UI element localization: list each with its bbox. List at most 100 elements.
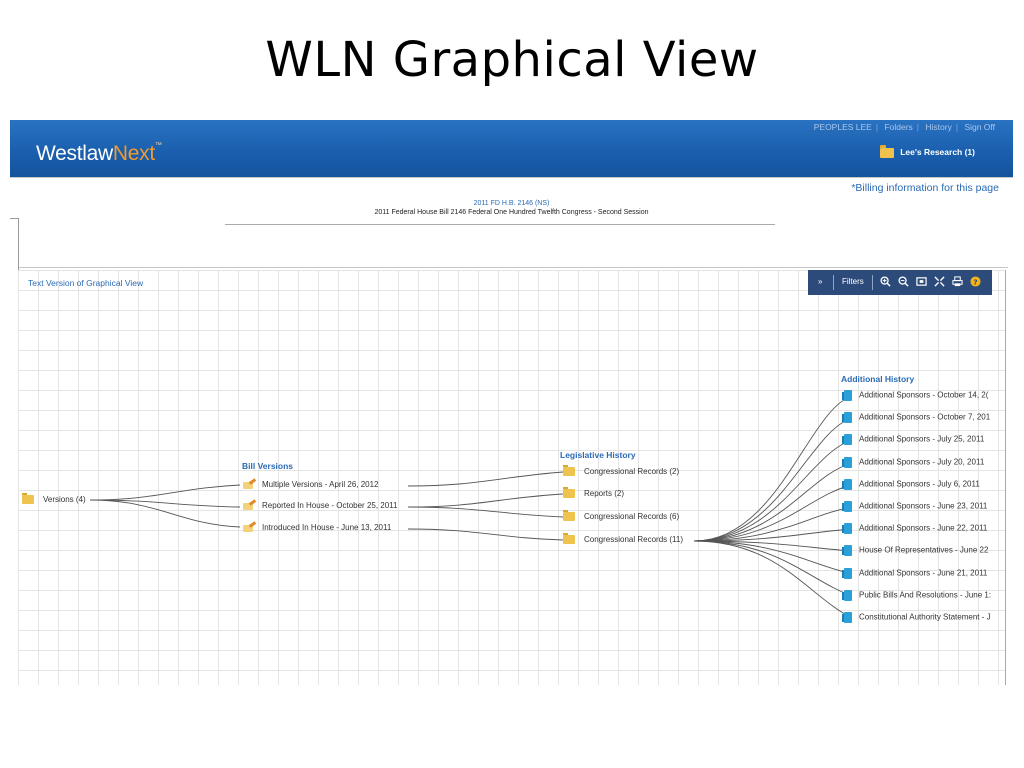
user-name[interactable]: PEOPLES LEE [813,122,872,132]
fit-to-screen-icon[interactable] [916,276,927,287]
bill-versions-heading: Bill Versions [242,461,294,471]
document-icon [842,434,852,446]
edge-ah6 [693,506,853,542]
document-icon [842,567,852,579]
edge-bv1-lh1 [407,471,564,487]
document-icon [842,545,852,557]
toolbar-divider [833,275,834,290]
additional-history-label: Public Bills And Resolutions - June 1: [859,590,992,600]
header-bar: WestlawNext™ PEOPLES LEE| Folders| Histo… [10,120,1013,178]
folders-link[interactable]: Folders [884,122,913,132]
additional-history-item[interactable]: Additional Sponsors - June 21, 2011 [842,567,987,579]
document-icon [842,612,852,623]
additional-history-item[interactable]: House Of Representatives - June 22 [842,545,989,557]
bill-version-item[interactable]: Multiple Versions - April 26, 2012 [243,480,379,490]
bill-version-label: Multiple Versions - April 26, 2012 [262,480,379,489]
expand-all-icon[interactable] [934,276,945,287]
edge-ah3 [693,439,853,542]
research-folder-link[interactable]: Lee's Research (1) [880,144,975,158]
additional-history-item[interactable]: Public Bills And Resolutions - June 1: [842,589,992,601]
filters-button[interactable]: Filters [842,277,864,286]
additional-history-label: House Of Representatives - June 22 [859,546,989,555]
edge-bv2-lh3 [407,506,564,518]
additional-history-label: Constitutional Authority Statement - J [859,612,991,622]
additional-history-label: Additional Sponsors - July 6, 2011 [859,479,980,489]
slide-title: WLN Graphical View [265,32,759,88]
additional-history-item[interactable]: Additional Sponsors - July 20, 2011 [842,456,985,468]
legislative-history-label: Reports (2) [584,489,625,498]
root-node[interactable]: Versions (4) [22,493,86,505]
collapse-toolbar-button[interactable]: » [818,277,823,286]
edge-ah7 [693,528,853,542]
history-link[interactable]: History [925,122,952,132]
logo-westlaw-text: Westlaw [36,142,113,165]
bill-version-item[interactable]: Reported In House - October 25, 2011 [243,501,398,511]
folder-icon [563,510,575,522]
additional-history-item[interactable]: Constitutional Authority Statement - J [842,612,991,623]
edge-ah1 [693,395,853,542]
edge-ah9 [693,540,853,575]
graph-toolbar: » Filters ? [808,270,992,295]
legislative-history-label: Congressional Records (2) [584,467,680,476]
document-title: 2011 Federal House Bill 2146 Federal One… [374,209,649,216]
print-icon[interactable] [952,276,963,287]
bill-version-label: Introduced In House - June 13, 2011 [262,523,392,532]
legislative-history-item[interactable]: Congressional Records (2) [563,465,680,477]
svg-text:?: ? [973,277,977,286]
additional-history-item[interactable]: Additional Sponsors - June 23, 2011 [842,501,987,512]
sign-off-link[interactable]: Sign Off [964,122,995,132]
folder-icon [563,487,575,499]
document-icon [842,523,852,535]
document-icon [842,589,852,601]
edge-ah2 [693,417,853,542]
legislative-history-item[interactable]: Congressional Records (11) [563,533,684,545]
logo-tm: ™ [154,142,162,149]
edge-ah11 [693,540,853,619]
text-version-link[interactable]: Text Version of Graphical View [28,278,144,288]
additional-history-label: Additional Sponsors - October 14, 2( [859,390,989,400]
edge-root-bv1 [89,484,241,501]
additional-history-label: Additional Sponsors - October 7, 201 [859,412,991,422]
westlaw-screenshot: WestlawNext™ PEOPLES LEE| Folders| Histo… [10,120,1013,685]
toolbar-divider [872,275,873,290]
edge-ah5 [693,484,853,542]
additional-history-item[interactable]: Additional Sponsors - October 14, 2( [842,390,989,401]
logo-next-text: Next [112,142,155,165]
document-icon [842,412,852,424]
connector-lines [89,395,853,619]
document-icon [842,390,852,401]
additional-history-item[interactable]: Additional Sponsors - July 25, 2011 [842,434,985,446]
legislative-history-label: Congressional Records (11) [584,535,684,544]
additional-history-item[interactable]: Additional Sponsors - July 6, 2011 [842,478,980,490]
document-icon [842,456,852,468]
bill-version-item[interactable]: Introduced In House - June 13, 2011 [243,523,392,533]
help-icon[interactable]: ? [970,276,981,287]
edit-document-icon [243,501,256,511]
edge-ah4 [693,462,853,542]
document-icon [842,501,852,512]
edge-root-bv3 [89,499,241,528]
additional-history-label: Additional Sponsors - June 22, 2011 [859,523,988,533]
edge-ah8 [693,540,853,552]
document-icon [842,478,852,490]
folder-icon [563,465,575,477]
zoom-out-icon[interactable] [898,276,909,287]
edge-bv2-lh2 [407,493,564,508]
edge-root-bv2 [89,499,241,508]
zoom-in-icon[interactable] [880,276,891,287]
folder-icon [22,493,34,505]
graph-divider [18,267,1008,268]
additional-history-label: Additional Sponsors - July 25, 2011 [859,435,985,444]
root-label: Versions (4) [43,495,86,504]
graphical-view-canvas[interactable]: Versions (4) Bill Versions Multiple Vers… [18,270,1006,685]
additional-history-item[interactable]: Additional Sponsors - June 22, 2011 [842,523,988,535]
edit-document-icon [243,523,256,533]
billing-info-link[interactable]: *Billing information for this page [851,182,999,194]
legislative-history-item[interactable]: Reports (2) [563,487,625,499]
legislative-history-item[interactable]: Congressional Records (6) [563,510,679,522]
additional-history-item[interactable]: Additional Sponsors - October 7, 201 [842,412,991,424]
westlawnext-logo[interactable]: WestlawNext™ [36,142,162,166]
document-citation[interactable]: 2011 FD H.B. 2146 (NS) [473,200,550,207]
additional-history-label: Additional Sponsors - July 20, 2011 [859,457,985,467]
research-folder-label: Lee's Research (1) [900,147,975,157]
